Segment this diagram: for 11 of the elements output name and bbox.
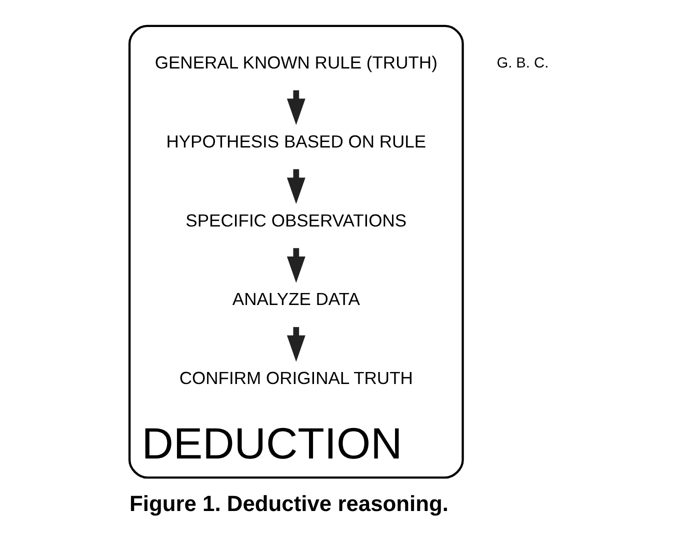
node-text: SPECIFIC OBSERVATIONS: [186, 210, 407, 230]
node-text: ANALYZE DATA: [232, 289, 360, 310]
node-text: HYPOTHESIS BASED ON RULE: [166, 131, 426, 152]
arrow: [286, 169, 306, 204]
node-text: CONFIRM ORIGINAL TRUTH: [179, 368, 413, 388]
label: G. B. C.: [496, 56, 549, 72]
arrow: [286, 327, 306, 362]
caption: Figure 1. Deductive reasoning.: [130, 491, 448, 516]
arrow: [286, 248, 306, 283]
node-text: GENERAL KNOWN RULE (TRUTH): [154, 52, 438, 72]
arrow: [286, 90, 306, 126]
